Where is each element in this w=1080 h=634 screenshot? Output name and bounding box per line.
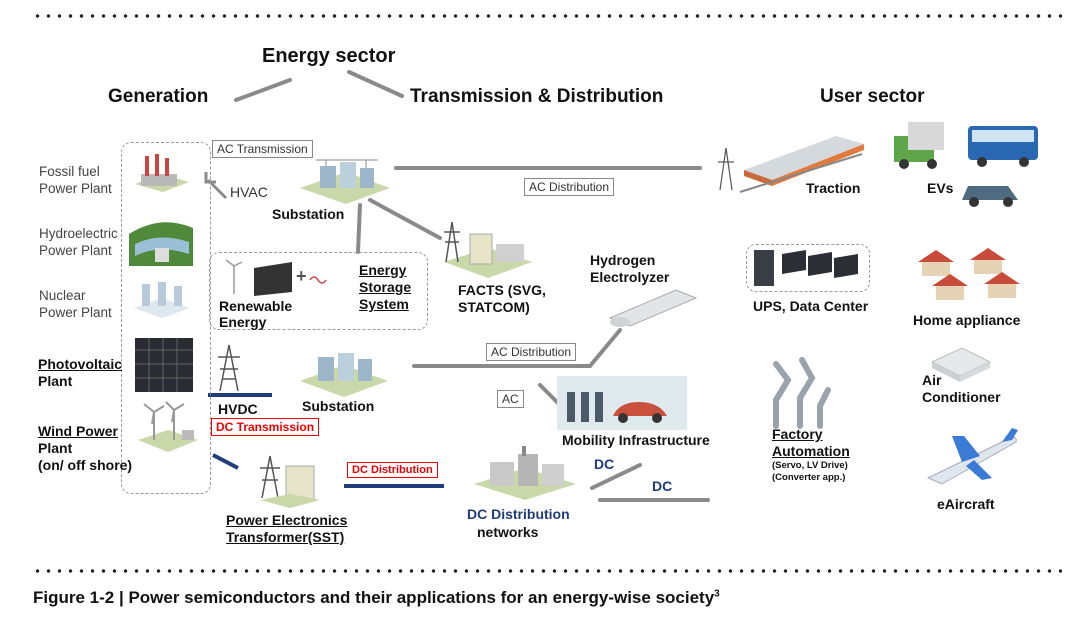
dc-label-1: DC — [594, 456, 615, 472]
nuclear-label-1: Nuclear — [39, 288, 86, 303]
wind-turbine-icon — [134, 400, 200, 454]
datacenter-icon — [752, 246, 866, 288]
hvdc-label: HVDC — [218, 401, 258, 417]
train-icon — [716, 128, 866, 198]
section-generation: Generation — [108, 86, 209, 107]
caption-text: Figure 1-2 | Power semiconductors and th… — [33, 588, 715, 607]
ac-distribution-top-box: AC Distribution — [524, 178, 615, 196]
facts-label-1: FACTS (SVG, — [458, 282, 546, 298]
evs-label: EVs — [927, 180, 954, 196]
dc-transmission-box: DC Transmission — [211, 418, 320, 436]
renewable-icon: + — [222, 258, 332, 298]
svg-text:+: + — [296, 266, 307, 286]
hvac-label: HVAC — [230, 184, 268, 200]
aircraft-icon — [922, 426, 1022, 488]
homes-icon — [916, 248, 1026, 304]
dc-label-2: DC — [652, 478, 673, 494]
ev-charging-icon — [557, 376, 687, 430]
pet-label-1: Power Electronics — [226, 512, 348, 528]
factory-label-2: Automation — [772, 443, 850, 459]
substation-top-label: Substation — [272, 206, 345, 222]
ups-frame — [746, 244, 870, 292]
ess-label-1: Energy — [359, 262, 407, 278]
wind-label-3: (on/ off shore) — [38, 457, 133, 473]
pet-label-2: Transformer(SST) — [226, 529, 345, 545]
wind-label-2: Plant — [38, 440, 73, 456]
eaircraft-label: eAircraft — [937, 496, 995, 512]
section-user: User sector — [820, 86, 925, 107]
pet-icon — [258, 454, 322, 510]
hydrogen-label-1: Hydrogen — [590, 252, 656, 268]
ev-vehicles-icon — [892, 118, 1042, 214]
ess-label-3: System — [359, 296, 409, 312]
ac-distribution-mid-box: AC Distribution — [486, 343, 577, 361]
air-conditioner-icon — [930, 344, 992, 384]
facts-label-2: STATCOM) — [458, 299, 530, 315]
top-dotted-rule — [32, 14, 1062, 18]
wind-label-1: Wind Power — [38, 423, 118, 439]
ups-label: UPS, Data Center — [753, 298, 869, 314]
section-transmission: Transmission & Distribution — [410, 86, 664, 107]
nuclear-label-2: Power Plant — [39, 305, 112, 320]
dcnet-label-2: networks — [477, 524, 539, 540]
dcnet-label-1: DC Distribution — [467, 506, 570, 522]
pv-label-1: Photovoltaic — [38, 356, 123, 372]
factory-label-4: (Converter app.) — [772, 472, 846, 483]
nuclear-plant-icon — [132, 278, 192, 320]
renewable-label-1: Renewable — [219, 298, 293, 314]
factory-label-1: Factory — [772, 426, 823, 442]
traction-label: Traction — [806, 180, 861, 196]
hydro-plant-icon — [129, 214, 193, 266]
pv-panel-icon — [133, 336, 195, 394]
ac-box: AC — [497, 390, 524, 408]
fossil-label-1: Fossil fuel — [39, 164, 100, 179]
generation-group-frame — [121, 142, 211, 494]
robot-arm-icon — [762, 350, 832, 430]
mobility-label: Mobility Infrastructure — [562, 432, 710, 448]
facts-icon — [440, 220, 536, 280]
electrolyzer-icon — [606, 288, 700, 328]
home-label: Home appliance — [913, 312, 1021, 328]
renewable-storage-frame — [209, 252, 428, 330]
renewable-label-2: Energy — [219, 314, 267, 330]
dc-network-icon — [470, 444, 580, 502]
substation-bottom-label: Substation — [302, 398, 375, 414]
hydro-label-2: Power Plant — [39, 243, 112, 258]
substation-bottom-icon — [296, 345, 392, 399]
air-label-1: Air — [922, 372, 942, 388]
substation-top-icon — [296, 152, 394, 206]
figure-caption: Figure 1-2 | Power semiconductors and th… — [33, 588, 720, 608]
ess-label-2: Storage — [359, 279, 412, 295]
diagram-title: Energy sector — [262, 45, 396, 67]
ac-transmission-box: AC Transmission — [212, 140, 313, 158]
hvdc-tower-icon — [216, 343, 242, 393]
factory-label-3: (Servo, LV Drive) — [772, 460, 848, 471]
dc-distribution-box: DC Distribution — [347, 462, 438, 478]
air-label-2: Conditioner — [922, 389, 1001, 405]
pv-label-2: Plant — [38, 373, 73, 389]
caption-footnote: 3 — [714, 588, 720, 600]
bottom-dotted-rule — [32, 569, 1062, 573]
hydrogen-label-2: Electrolyzer — [590, 269, 670, 285]
hydro-label-1: Hydroelectric — [39, 226, 118, 241]
fossil-label-2: Power Plant — [39, 181, 112, 196]
fossil-plant-icon — [133, 152, 191, 194]
